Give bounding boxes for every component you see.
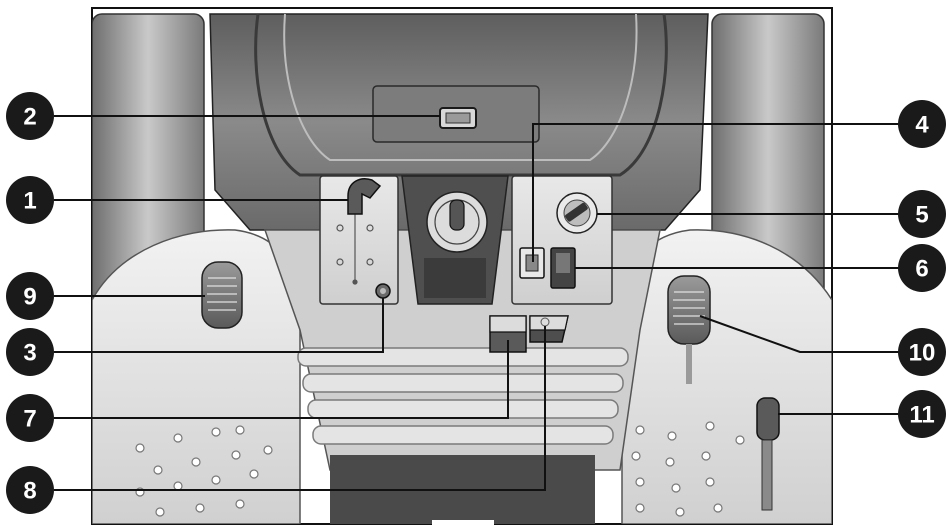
callout-label: 2 bbox=[23, 104, 36, 131]
leader-lines bbox=[54, 115, 900, 491]
callout-3: 3 bbox=[6, 328, 54, 376]
callout-label: 6 bbox=[915, 256, 928, 283]
left-fender bbox=[92, 229, 301, 524]
callout-4: 4 bbox=[898, 100, 946, 148]
callout-1: 1 bbox=[6, 176, 54, 224]
left-pedal bbox=[201, 261, 243, 329]
callout-label: 3 bbox=[23, 340, 36, 367]
callout-label: 11 bbox=[909, 402, 934, 429]
callout-5: 5 bbox=[898, 190, 946, 238]
tractor-illustration bbox=[92, 13, 832, 524]
right-pedal bbox=[667, 275, 711, 345]
callout-label: 8 bbox=[23, 478, 36, 505]
callout-2: 2 bbox=[6, 92, 54, 140]
callout-label: 1 bbox=[23, 188, 36, 215]
right-footrest-dots bbox=[631, 421, 745, 517]
callout-8: 8 bbox=[6, 466, 54, 514]
grille-ribs bbox=[297, 347, 629, 445]
callout-label: 4 bbox=[915, 112, 929, 139]
callout-label: 10 bbox=[909, 340, 936, 367]
callout-7: 7 bbox=[6, 394, 54, 442]
left-footrest-dots bbox=[135, 425, 273, 517]
lever-knob bbox=[756, 397, 780, 441]
throttle-lever bbox=[347, 178, 382, 215]
callout-6: 6 bbox=[898, 244, 946, 292]
callout-label: 5 bbox=[915, 202, 928, 229]
joystick-handle bbox=[449, 199, 465, 231]
callout-label: 9 bbox=[23, 284, 36, 311]
gear-pattern bbox=[336, 210, 374, 285]
callout-10: 10 bbox=[898, 328, 946, 376]
left-control-panel bbox=[319, 175, 399, 305]
right-fender bbox=[621, 229, 832, 524]
callout-11: 11 bbox=[898, 390, 946, 438]
callout-label: 7 bbox=[23, 406, 36, 433]
callout-9: 9 bbox=[6, 272, 54, 320]
